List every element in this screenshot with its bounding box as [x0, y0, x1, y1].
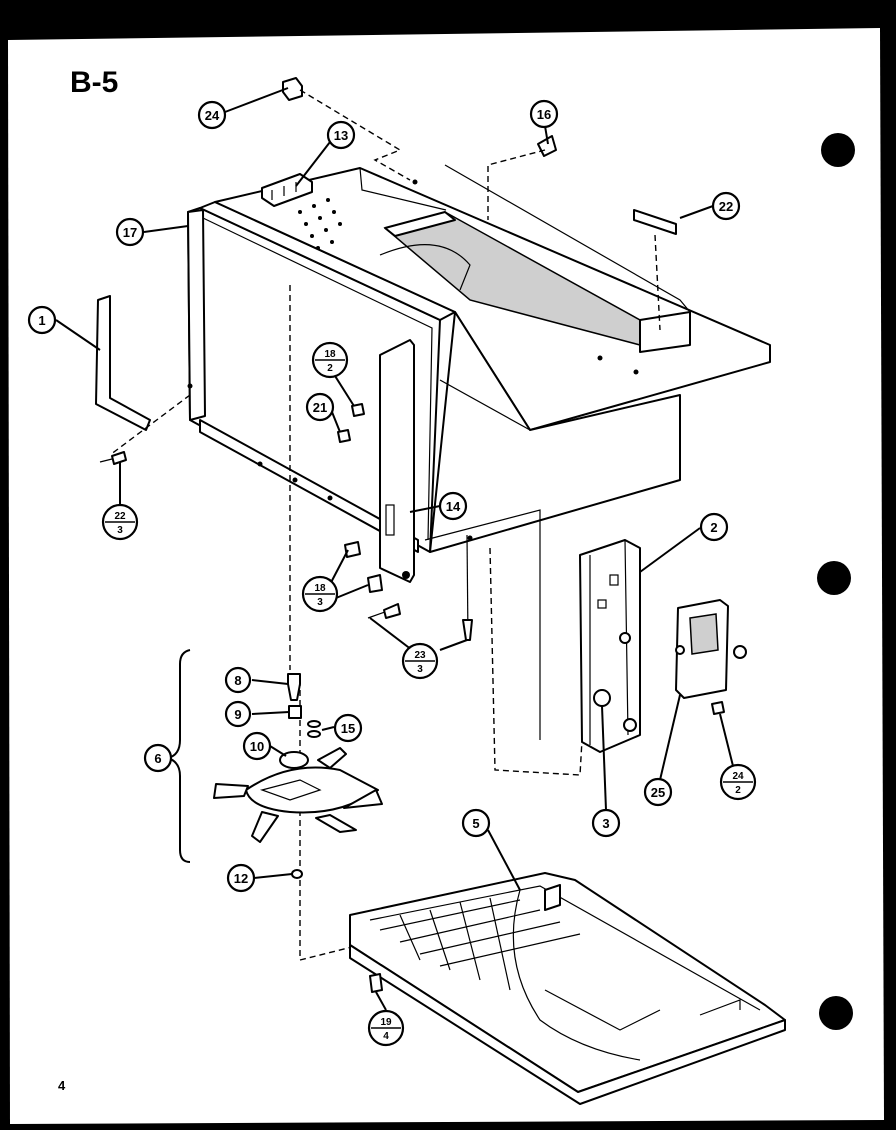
- svg-text:23: 23: [414, 650, 426, 661]
- part-10-fan-hub: [279, 751, 309, 769]
- page-number: 4: [58, 1078, 66, 1093]
- svg-text:9: 9: [234, 707, 241, 722]
- svg-text:3: 3: [317, 597, 323, 608]
- punch-hole-top: [821, 133, 855, 167]
- part-5-base-pan: [349, 872, 786, 1105]
- part-2-control-panel: [579, 539, 641, 753]
- screw-19-base: [369, 973, 383, 993]
- part-1-bracket: [95, 295, 151, 431]
- svg-text:8: 8: [234, 673, 241, 688]
- fan-blade: [213, 747, 383, 843]
- svg-text:22: 22: [114, 511, 126, 522]
- screw-24-side: [711, 701, 725, 715]
- callout-24: 24: [197, 100, 227, 130]
- part-25-control-switch: [675, 599, 747, 699]
- part-12-washer: [291, 869, 303, 879]
- callout-17: 17: [115, 217, 145, 247]
- svg-text:3: 3: [117, 525, 123, 536]
- svg-text:19: 19: [380, 1017, 392, 1028]
- svg-text:24: 24: [205, 108, 220, 123]
- callout-5: 5: [461, 808, 491, 838]
- svg-text:15: 15: [341, 721, 355, 736]
- screw-21: [337, 429, 351, 443]
- callout-10: 10: [242, 731, 272, 761]
- cabinet-frame: [187, 164, 771, 740]
- svg-text:22: 22: [719, 199, 733, 214]
- punch-hole-bottom: [819, 996, 853, 1030]
- svg-text:2: 2: [710, 520, 717, 535]
- callout-21: 21: [305, 392, 335, 422]
- screw-23-left: [99, 451, 127, 465]
- callout-22: 22: [711, 191, 741, 221]
- part-24-clip: [282, 77, 303, 101]
- svg-text:1: 1: [38, 313, 45, 328]
- svg-text:17: 17: [123, 225, 137, 240]
- part-22-terminal-strip: [633, 209, 677, 235]
- callout-23-3: 23 3: [401, 642, 439, 680]
- callout-15: 15: [333, 713, 363, 743]
- screw-23-mid: [367, 603, 401, 619]
- screw-23-right: [462, 534, 473, 641]
- svg-text:18: 18: [314, 583, 326, 594]
- screw-19-lower: [367, 574, 383, 593]
- callout-24-2: 24 2: [719, 763, 757, 801]
- callout-1: 1: [27, 305, 57, 335]
- part-15-nut: [307, 720, 321, 738]
- svg-text:16: 16: [537, 107, 551, 122]
- svg-text:6: 6: [154, 751, 161, 766]
- part-14-bracket: [379, 339, 415, 583]
- callout-14: 14: [438, 491, 468, 521]
- punch-hole-middle: [817, 561, 851, 595]
- callout-18-3: 18 3: [301, 575, 339, 613]
- part-8-bolt: [287, 673, 301, 701]
- callout-2: 2: [699, 512, 729, 542]
- callout-16: 16: [529, 99, 559, 129]
- callout-19-4: 19 4: [367, 1009, 405, 1047]
- callout-22-3: 22 3: [101, 503, 139, 541]
- svg-text:4: 4: [383, 1031, 389, 1042]
- callout-13: 13: [326, 120, 356, 150]
- svg-text:5: 5: [472, 816, 479, 831]
- svg-text:2: 2: [327, 363, 333, 374]
- screw-18-lower: [344, 541, 361, 558]
- svg-text:25: 25: [651, 785, 665, 800]
- diagram-title: B-5: [70, 66, 118, 99]
- svg-text:24: 24: [732, 771, 744, 782]
- svg-text:13: 13: [334, 128, 348, 143]
- svg-text:21: 21: [313, 400, 327, 415]
- callout-3: 3: [591, 808, 621, 838]
- svg-text:10: 10: [250, 739, 264, 754]
- callout-12: 12: [226, 863, 256, 893]
- callout-8: 8: [224, 666, 252, 694]
- screw-18-upper: [351, 403, 365, 417]
- callout-25: 25: [643, 777, 673, 807]
- callout-9: 9: [224, 700, 252, 728]
- svg-text:12: 12: [234, 871, 248, 886]
- svg-text:18: 18: [324, 349, 336, 360]
- svg-text:2: 2: [735, 785, 741, 796]
- svg-text:3: 3: [602, 816, 609, 831]
- callout-6: 6: [143, 743, 173, 773]
- svg-text:3: 3: [417, 664, 423, 675]
- callout-18-2: 18 2: [311, 341, 349, 379]
- part-9-washer: [288, 705, 302, 719]
- svg-text:14: 14: [446, 499, 461, 514]
- leader-lines: [55, 87, 735, 1011]
